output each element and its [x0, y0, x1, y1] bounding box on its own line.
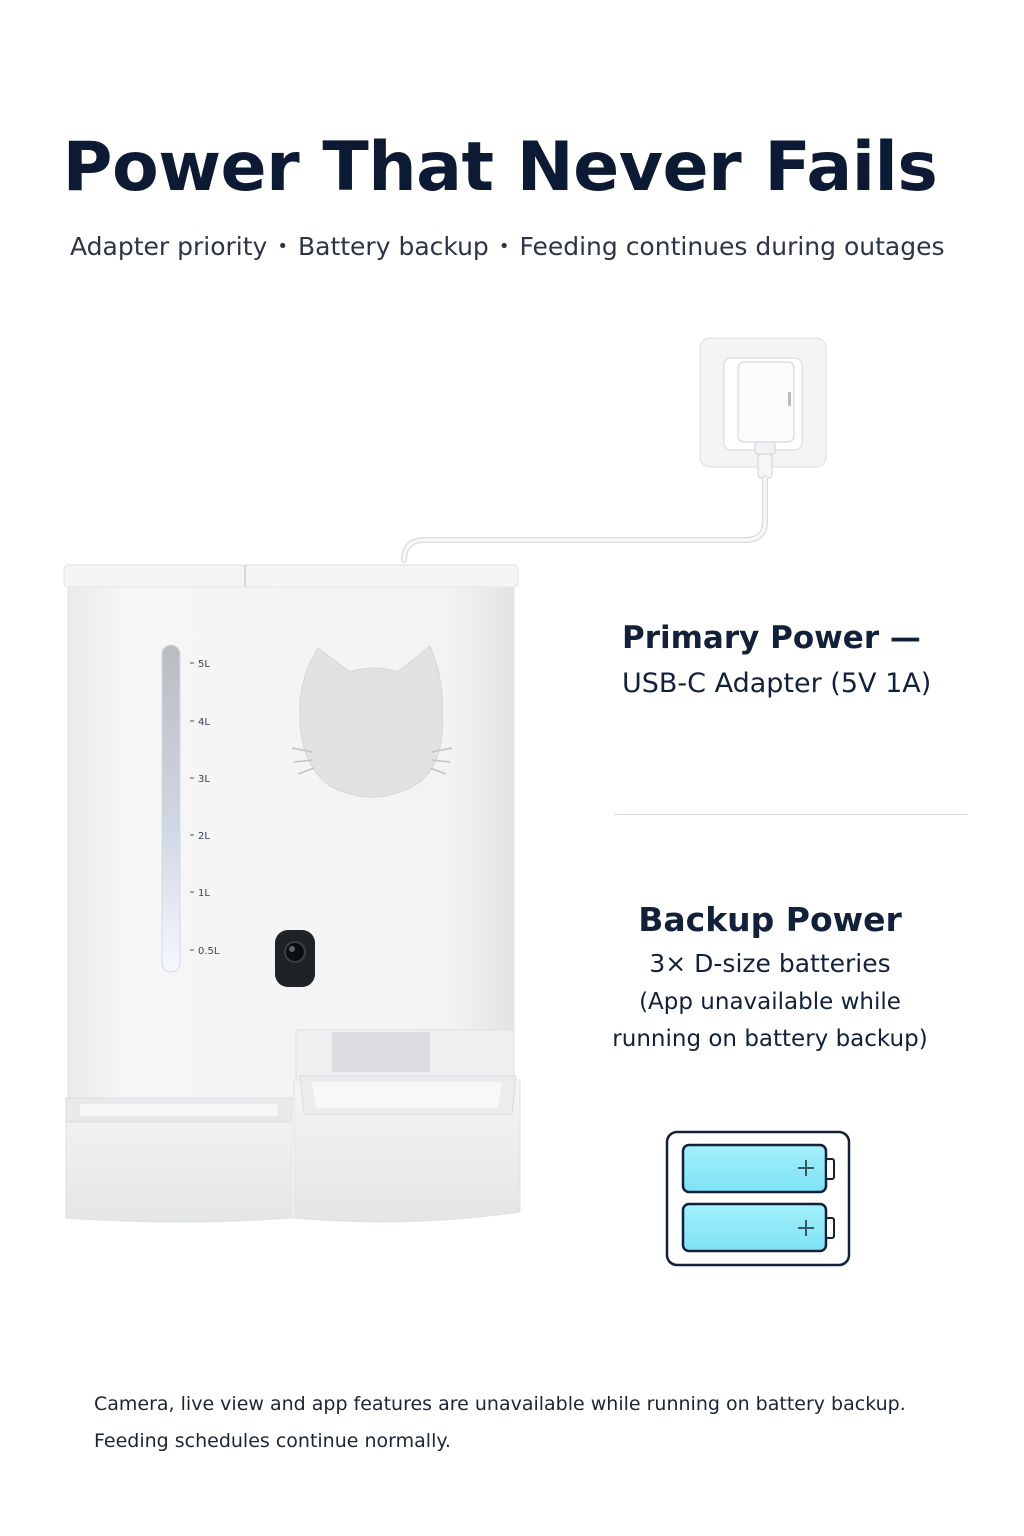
level-mark: 5L: [198, 659, 210, 670]
feature-feeding-continues: Feeding continues during outages: [519, 232, 945, 261]
separator-dot: •: [277, 236, 288, 257]
section-divider: [614, 814, 968, 815]
level-scale: 5L 4L 3L 2L 1L 0.5L: [190, 659, 220, 957]
backup-power-note: (App unavailable while running on batter…: [600, 984, 940, 1058]
footnote-line: Camera, live view and app features are u…: [94, 1393, 906, 1415]
primary-power-detail: USB-C Adapter (5V 1A): [622, 668, 932, 699]
pet-feeder-icon: 5L 4L 3L 2L 1L 0.5L: [63, 564, 521, 1223]
feature-adapter-priority: Adapter priority: [70, 232, 268, 261]
primary-power-section: Primary Power — USB-C Adapter (5V 1A): [622, 620, 1002, 699]
backup-power-heading: Backup Power: [638, 900, 902, 939]
cat-window-icon: [299, 645, 443, 798]
cat-whiskers-icon: [291, 747, 453, 775]
level-mark: 4L: [198, 717, 210, 728]
level-mark: 2L: [198, 831, 210, 842]
feature-tagline: Adapter priority • Battery backup • Feeding …: [70, 232, 990, 261]
primary-power-heading: Primary Power —: [622, 620, 921, 656]
battery-pack-icon: [665, 1130, 851, 1267]
battery-icon: [681, 1202, 835, 1253]
separator-dot: •: [498, 236, 510, 257]
page-title: Power That Never Fails: [62, 128, 938, 207]
backup-power-detail: 3× D-size batteries: [649, 949, 891, 978]
usb-c-adapter-icon: [737, 361, 795, 479]
power-cable: [401, 475, 768, 563]
level-mark: 3L: [198, 774, 210, 785]
battery-icon: [681, 1143, 835, 1194]
level-mark: 0.5L: [198, 946, 220, 957]
level-mark: 1L: [198, 888, 210, 899]
camera-icon: [275, 930, 315, 987]
footnote: Camera, live view and app features are u…: [94, 1386, 974, 1460]
backup-note-line: running on battery backup): [612, 1026, 928, 1052]
footnote-line: Feeding schedules continue normally.: [94, 1430, 451, 1452]
backup-power-section: Backup Power 3× D-size batteries (App un…: [600, 900, 940, 1058]
backup-note-line: (App unavailable while: [639, 989, 901, 1015]
feature-battery-backup: Battery backup: [297, 232, 489, 261]
